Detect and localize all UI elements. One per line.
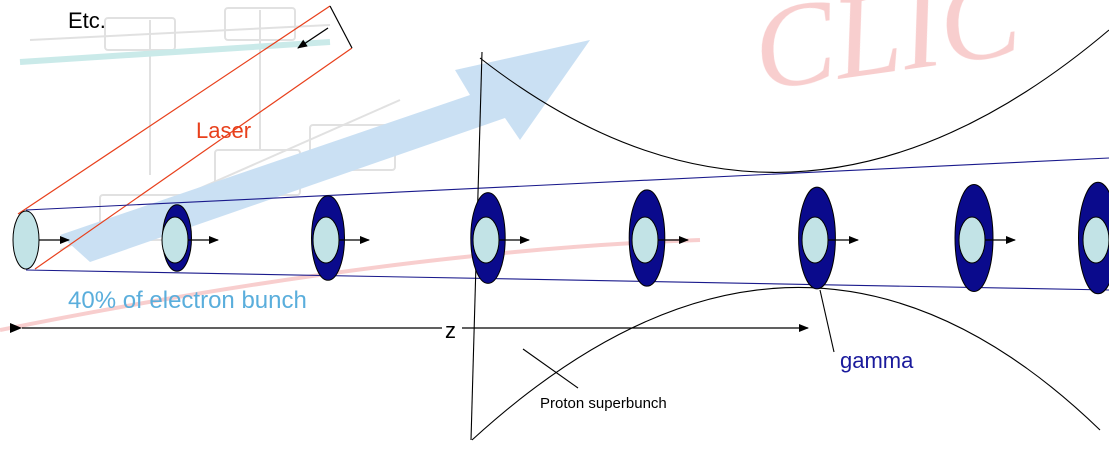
electron-bunch-core	[13, 211, 39, 269]
proton-envelope-lower-curve	[472, 287, 1100, 440]
electron-bunch-label: 40% of electron bunch	[68, 287, 307, 314]
electron-bunch-core	[959, 217, 985, 263]
watermark: CLIC	[0, 0, 1030, 330]
electron-bunch-core	[632, 217, 658, 263]
bunch-7	[955, 184, 1015, 291]
etc-label: Etc.	[68, 8, 106, 33]
laser-label: Laser	[196, 118, 251, 143]
bunch-6	[799, 187, 858, 289]
electron-bunch-core	[162, 217, 188, 263]
laser-line-end	[330, 6, 352, 48]
gamma-pointer	[820, 290, 834, 352]
z-label: z	[445, 318, 456, 343]
proton-label-pointer	[523, 349, 578, 388]
bunch-5	[629, 190, 688, 286]
bunch-4	[471, 193, 529, 284]
z-dimension: z	[22, 318, 808, 343]
electron-bunch-core	[473, 217, 499, 263]
bunch-8	[1079, 182, 1109, 294]
bunch-1	[13, 211, 69, 269]
proton-superbunch-label: Proton superbunch	[540, 395, 667, 412]
electron-bunch-core	[802, 217, 828, 263]
electron-bunch-core	[1083, 217, 1109, 263]
electron-bunch-core	[313, 217, 339, 263]
beam-envelope-upper	[26, 158, 1109, 210]
watermark-text: CLIC	[745, 0, 1030, 116]
gamma-label: gamma	[840, 348, 914, 373]
